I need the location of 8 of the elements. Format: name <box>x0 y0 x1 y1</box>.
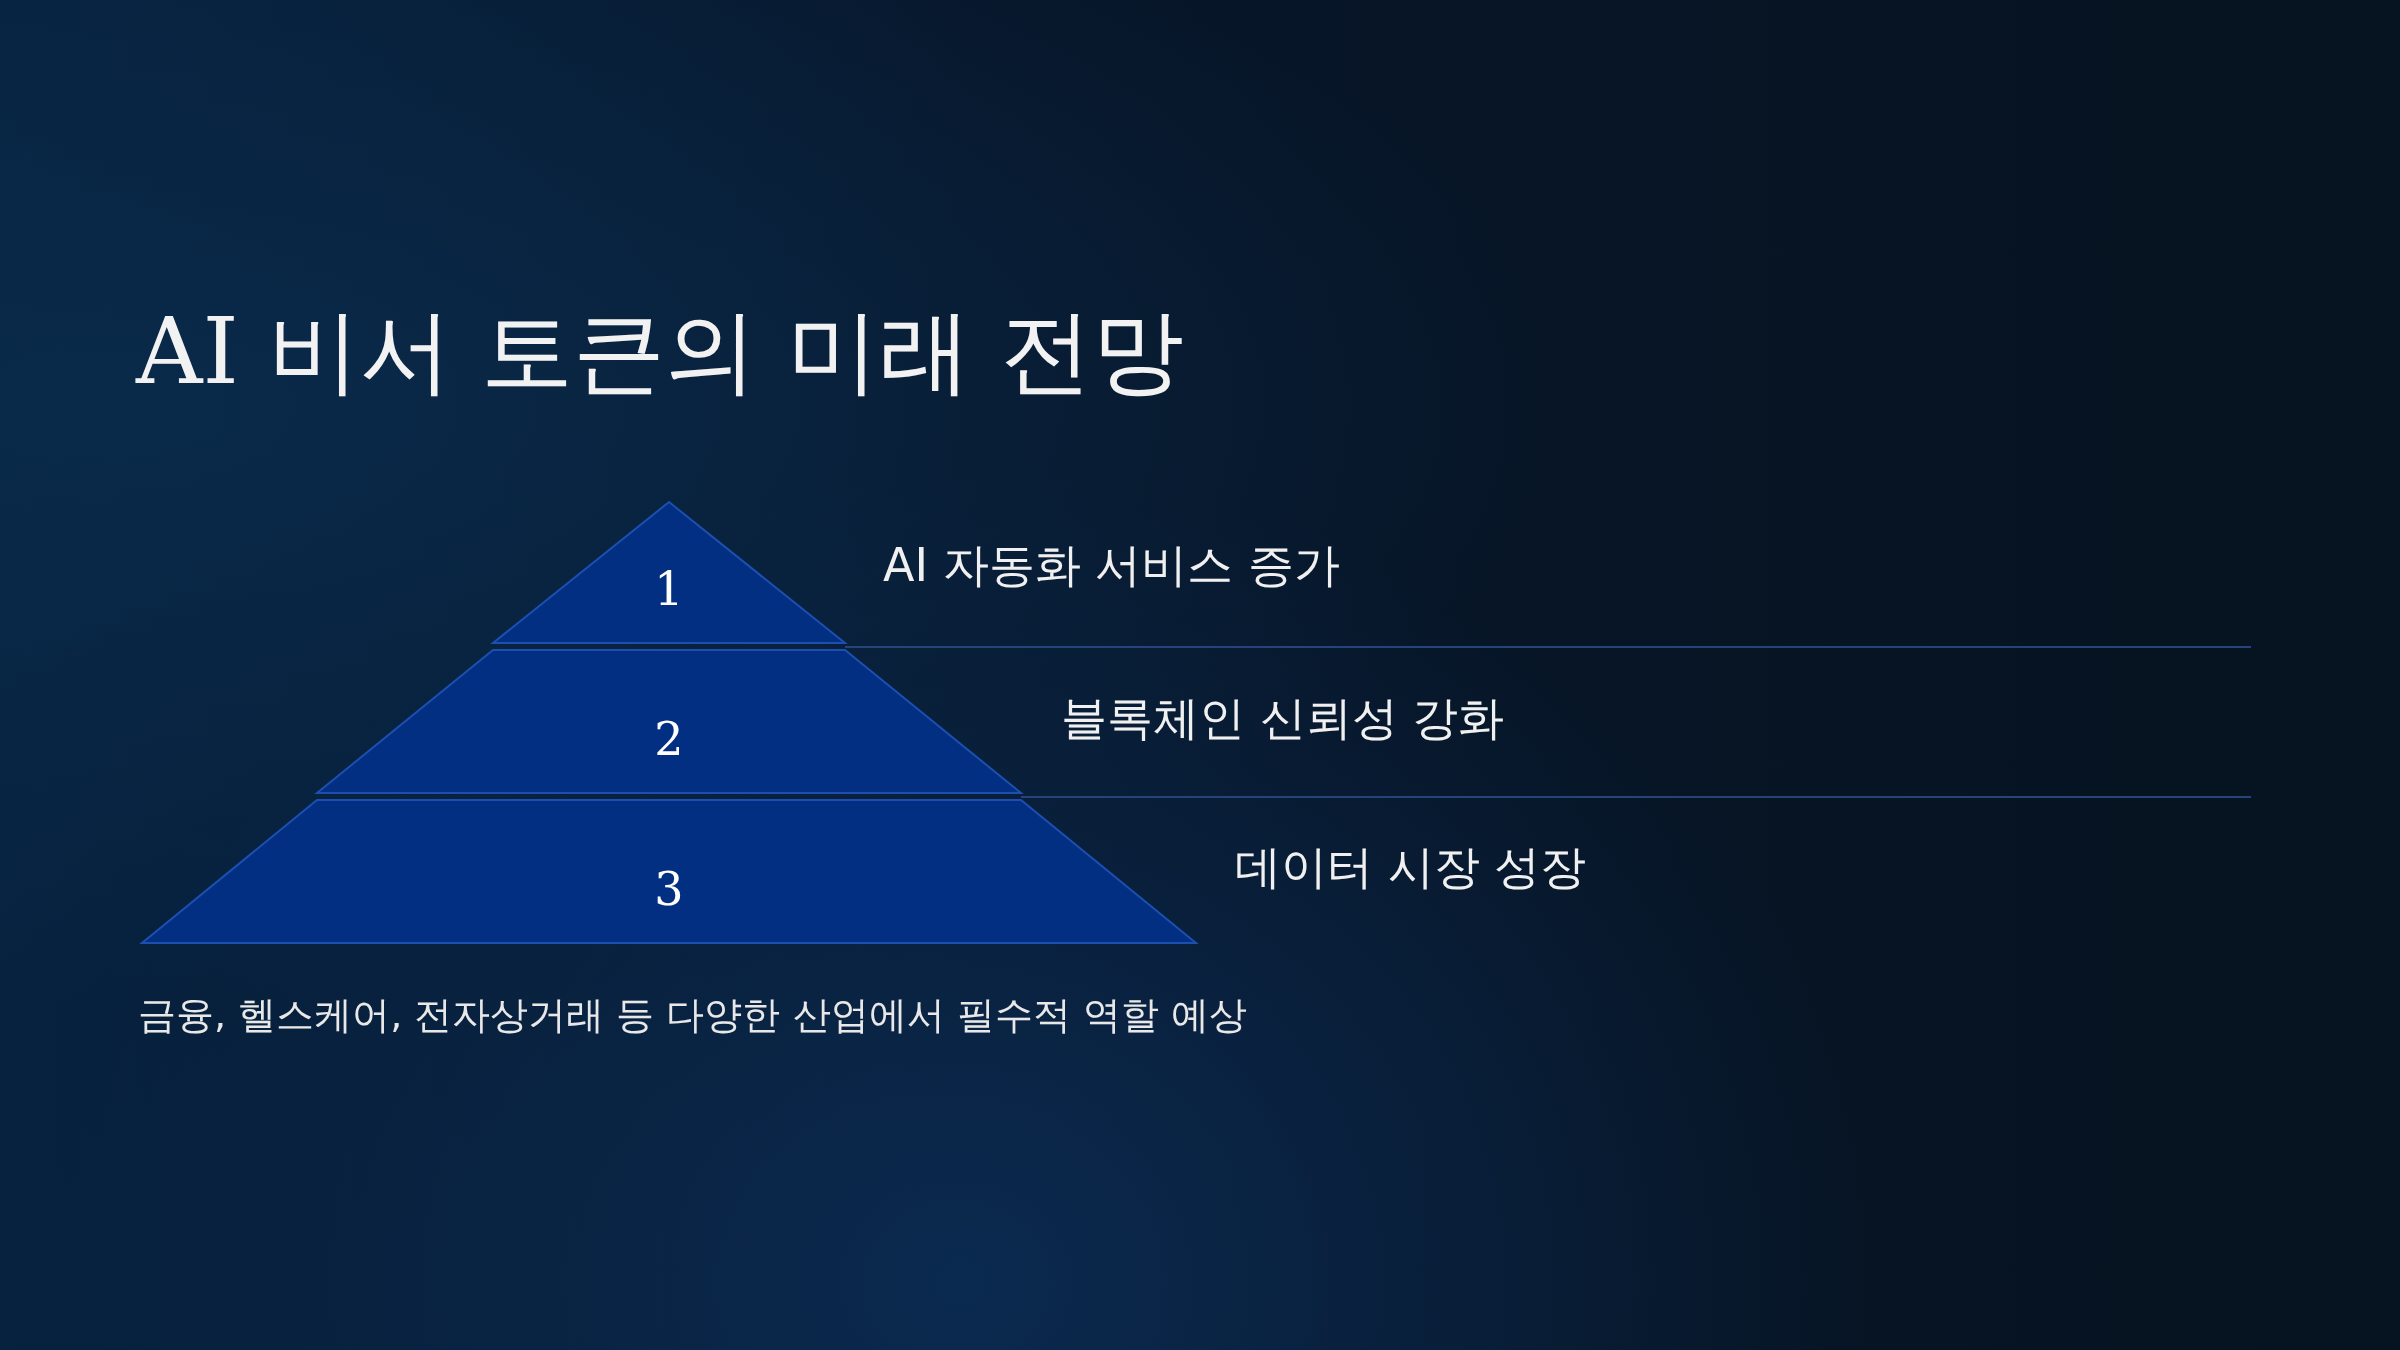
title: AI 비서 토큰의 미래 전망 <box>136 297 1184 407</box>
tier-number: 3 <box>654 861 684 916</box>
caption: 금융, 헬스케어, 전자상거래 등 다양한 산업에서 필수적 역할 예상 <box>138 992 1247 1039</box>
tier-number: 2 <box>654 711 684 766</box>
tier-label: AI 자동화 서비스 증가 <box>883 537 1340 594</box>
tier-label: 데이터 시장 성장 <box>1235 839 1587 896</box>
tier-number: 1 <box>654 562 684 617</box>
tier-label: 블록체인 신뢰성 강화 <box>1061 690 1505 747</box>
